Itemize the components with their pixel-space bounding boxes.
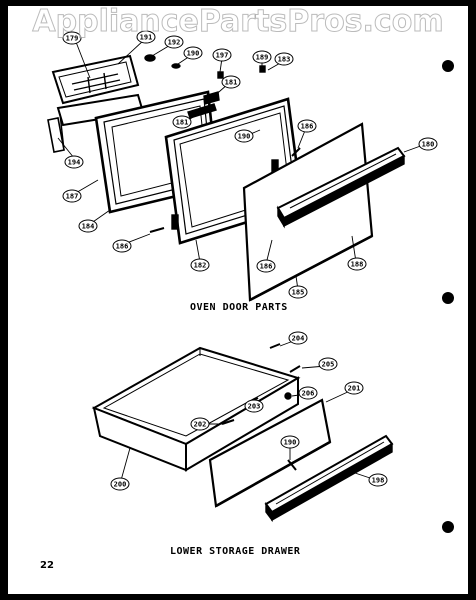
svg-text:203: 203 bbox=[248, 403, 261, 411]
svg-text:190: 190 bbox=[238, 133, 251, 141]
callout-203: 203 bbox=[244, 399, 264, 413]
door-handle bbox=[276, 146, 406, 229]
callout-186-left: 186 bbox=[112, 239, 132, 253]
svg-text:182: 182 bbox=[194, 262, 207, 270]
oven-door-parts-title: OVEN DOOR PARTS bbox=[190, 302, 288, 313]
callout-bubbles: 179 191 192 190 197 181 189 183 194 181 … bbox=[62, 30, 438, 491]
callout-200: 200 bbox=[110, 477, 130, 491]
svg-text:186: 186 bbox=[260, 263, 273, 271]
svg-text:181: 181 bbox=[176, 119, 189, 127]
callout-190-mid: 190 bbox=[234, 129, 254, 143]
svg-text:183: 183 bbox=[278, 56, 291, 64]
lower-storage-drawer-title: LOWER STORAGE DRAWER bbox=[170, 546, 301, 557]
callout-198: 198 bbox=[368, 473, 388, 487]
callout-182: 182 bbox=[190, 258, 210, 272]
svg-text:189: 189 bbox=[256, 54, 269, 62]
svg-text:194: 194 bbox=[68, 159, 81, 167]
vent-panel bbox=[51, 54, 140, 105]
callout-189: 189 bbox=[252, 50, 272, 64]
callout-202: 202 bbox=[190, 417, 210, 431]
svg-text:202: 202 bbox=[194, 421, 207, 429]
drawer-body bbox=[91, 346, 301, 472]
svg-text:206: 206 bbox=[302, 390, 315, 398]
svg-text:190: 190 bbox=[187, 50, 200, 58]
callout-181-top: 181 bbox=[221, 75, 241, 89]
page-number: 22 bbox=[40, 560, 54, 571]
callout-194: 194 bbox=[64, 155, 84, 169]
svg-text:188: 188 bbox=[351, 261, 364, 269]
callout-204: 204 bbox=[288, 331, 308, 345]
svg-text:184: 184 bbox=[82, 223, 95, 231]
callout-184: 184 bbox=[78, 219, 98, 233]
callout-191: 191 bbox=[136, 30, 156, 44]
svg-text:201: 201 bbox=[348, 385, 361, 393]
callout-179: 179 bbox=[62, 31, 82, 45]
callout-206: 206 bbox=[298, 386, 318, 400]
svg-text:205: 205 bbox=[322, 361, 335, 369]
callout-190-drawer: 190 bbox=[280, 435, 300, 449]
callout-180: 180 bbox=[418, 137, 438, 151]
svg-text:200: 200 bbox=[114, 481, 127, 489]
svg-text:198: 198 bbox=[372, 477, 385, 485]
callout-192: 192 bbox=[164, 35, 184, 49]
drawer-handle bbox=[264, 434, 394, 523]
svg-text:204: 204 bbox=[292, 335, 305, 343]
callout-197: 197 bbox=[212, 48, 232, 62]
svg-text:186: 186 bbox=[116, 243, 129, 251]
svg-text:192: 192 bbox=[168, 39, 181, 47]
callout-186-right: 186 bbox=[297, 119, 317, 133]
callout-201: 201 bbox=[344, 381, 364, 395]
svg-text:197: 197 bbox=[216, 52, 229, 60]
callout-190-top: 190 bbox=[183, 46, 203, 60]
svg-text:187: 187 bbox=[66, 193, 79, 201]
svg-text:185: 185 bbox=[292, 289, 305, 297]
hinge-brackets bbox=[144, 54, 301, 245]
svg-text:181: 181 bbox=[225, 79, 238, 87]
svg-text:191: 191 bbox=[140, 34, 153, 42]
registration-dots bbox=[442, 60, 454, 533]
callout-183: 183 bbox=[274, 52, 294, 66]
callout-186-low: 186 bbox=[256, 259, 276, 273]
svg-text:190: 190 bbox=[284, 439, 297, 447]
callout-185: 185 bbox=[288, 285, 308, 299]
svg-text:186: 186 bbox=[301, 123, 314, 131]
callout-187: 187 bbox=[62, 189, 82, 203]
callout-181-mid: 181 bbox=[172, 115, 192, 129]
callout-188: 188 bbox=[347, 257, 367, 271]
callout-205: 205 bbox=[318, 357, 338, 371]
drawer-front-panel bbox=[208, 398, 332, 508]
svg-text:180: 180 bbox=[422, 141, 435, 149]
svg-text:179: 179 bbox=[66, 35, 79, 43]
